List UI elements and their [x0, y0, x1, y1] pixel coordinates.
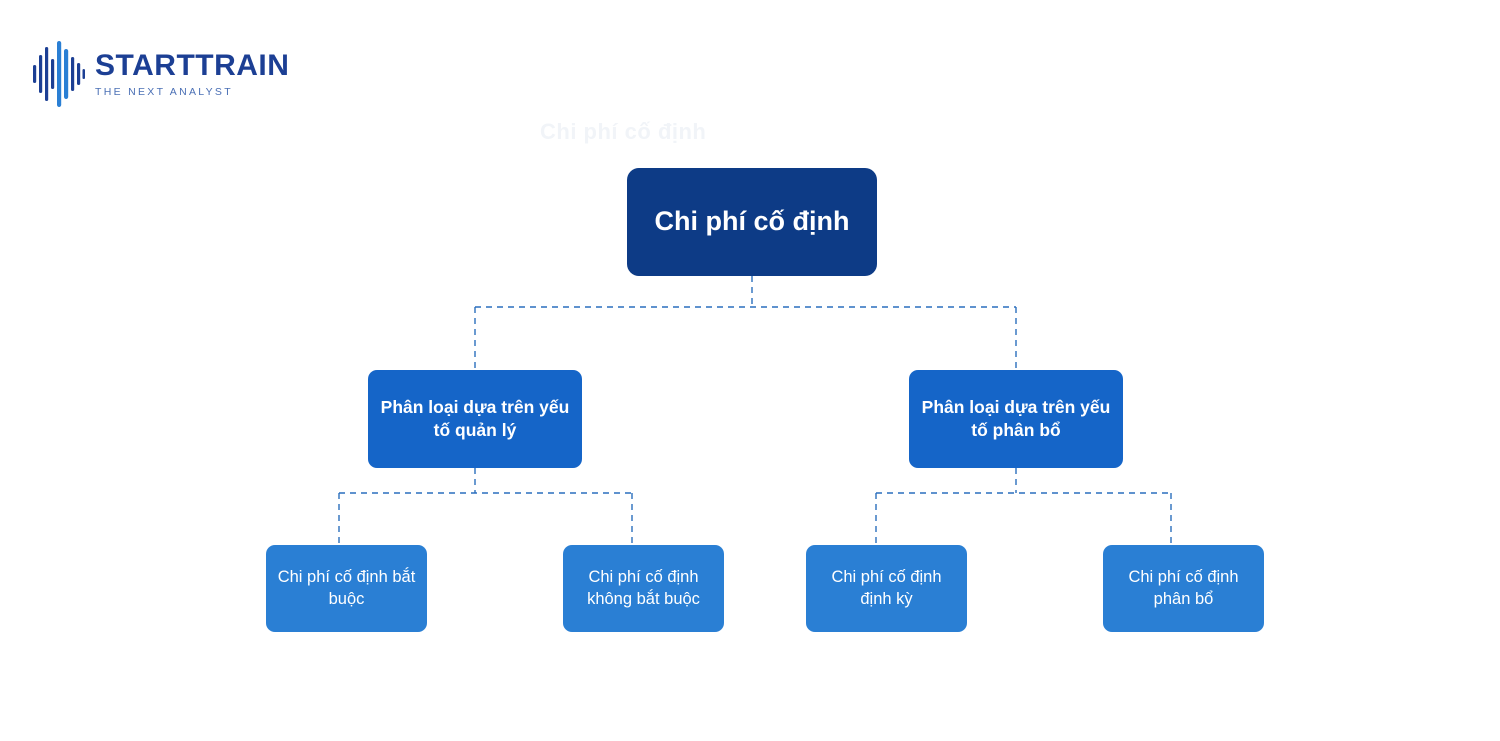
- node-leaf-2-2[interactable]: Chi phí cố định phân bổ: [1103, 545, 1264, 632]
- bar-equalizer-icon: [33, 39, 85, 109]
- node-root[interactable]: Chi phí cố định: [627, 168, 877, 276]
- brand-name-part1: START: [95, 49, 196, 82]
- brand-name: STARTTRAIN: [95, 49, 325, 83]
- node-leaf-2-1[interactable]: Chi phí cố định định kỳ: [806, 545, 967, 632]
- brand-name-part2: TRAIN: [195, 49, 290, 82]
- node-branch-1[interactable]: Phân loại dựa trên yếu tố quản lý: [368, 370, 582, 468]
- node-leaf-1-1[interactable]: Chi phí cố định bắt buộc: [266, 545, 427, 632]
- brand-tagline: THE NEXT ANALYST: [95, 86, 233, 98]
- node-leaf-1-2[interactable]: Chi phí cố định không bắt buộc: [563, 545, 724, 632]
- brand-logo: STARTTRAIN THE NEXT ANALYST: [33, 39, 333, 111]
- watermark-title: Chi phí cố định: [540, 119, 707, 144]
- node-branch-2[interactable]: Phân loại dựa trên yếu tố phân bổ: [909, 370, 1123, 468]
